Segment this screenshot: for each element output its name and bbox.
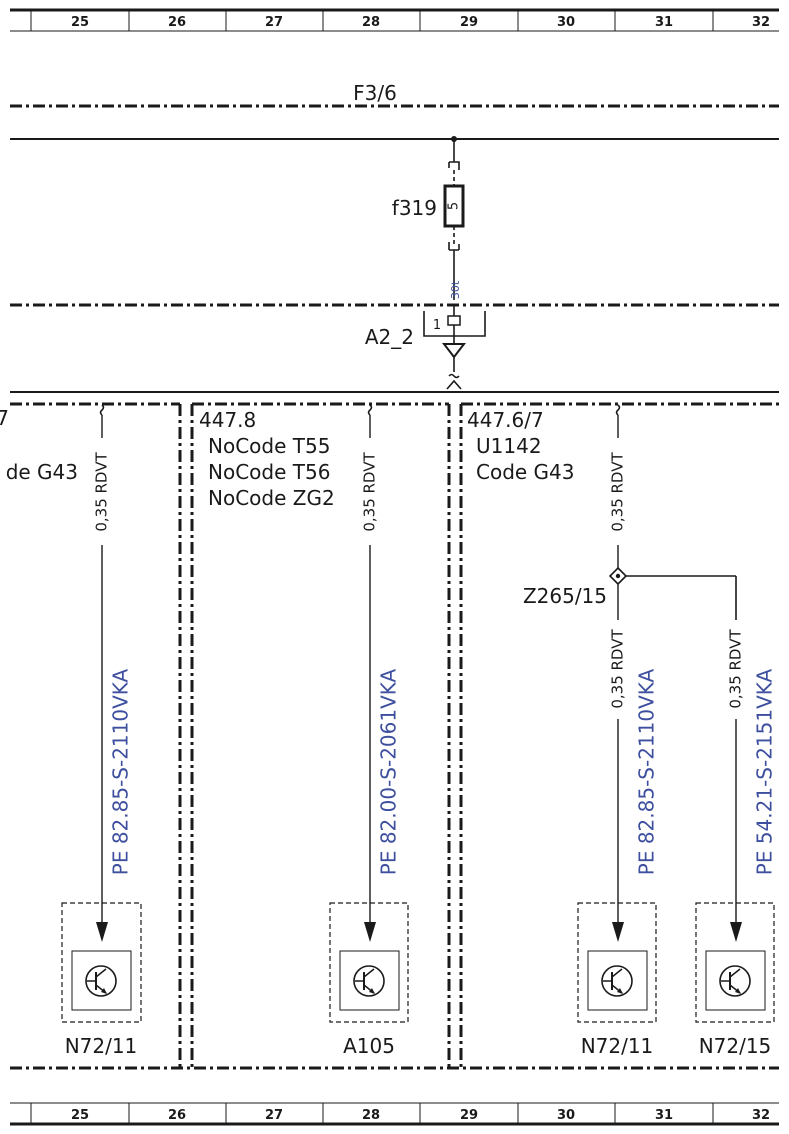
ruler-col-32: 32 — [752, 1108, 770, 1123]
branch-a-arrow-icon — [612, 922, 624, 942]
branch-a-component: N72/11 — [581, 1034, 654, 1058]
section-middle: 447.8 NoCode T55 NoCode T56 NoCode ZG2 0… — [199, 404, 409, 1058]
ruler-col-26: 26 — [168, 1108, 186, 1123]
fuse-number: 5 — [447, 202, 462, 210]
transistor-icon — [719, 965, 751, 997]
ruler-col-29: 29 — [460, 1108, 478, 1123]
section-middle-wire-label: 0,35 RDVT — [361, 452, 379, 532]
section-right-wire-label-top: 0,35 RDVT — [609, 452, 627, 532]
section-right-code-1: U1142 — [476, 434, 542, 458]
ruler-col-25: 25 — [71, 1108, 89, 1123]
ruler-col-32: 32 — [752, 15, 770, 30]
branch-a-component-outline — [577, 902, 657, 1023]
ruler-col-30: 30 — [557, 1108, 575, 1123]
ruler-col-30: 30 — [557, 15, 575, 30]
section-left-arrow-icon — [96, 922, 108, 942]
section-middle-arrow-icon — [364, 922, 376, 942]
branch-b-component: N72/15 — [699, 1034, 772, 1058]
section-left-component-outline — [61, 902, 142, 1023]
ruler-col-29: 29 — [460, 15, 478, 30]
bottom-ruler: 25 26 27 28 29 30 31 32 — [10, 1102, 779, 1126]
wire-break-icon — [99, 404, 105, 416]
ruler-col-27: 27 — [265, 1108, 283, 1123]
bus-label: F3/6 — [353, 81, 397, 105]
ruler-col-25: 25 — [71, 15, 89, 30]
section-right-title: 447.6/7 — [467, 408, 544, 432]
wire-break-icon — [367, 404, 373, 416]
section-left-partial-mark: 7 — [0, 406, 9, 430]
connector-a2-2 — [423, 305, 486, 390]
branch-a-part-number: PE 82.85-S-2110VKA — [635, 668, 659, 875]
connector-wire-label: 30t — [449, 280, 462, 299]
branch-b-wire-label: 0,35 RDVT — [727, 629, 745, 709]
section-middle-code-2: NoCode T56 — [208, 460, 330, 484]
transistor-icon — [353, 965, 385, 997]
section-middle-component-outline — [329, 902, 409, 1023]
wire-break-icon — [615, 404, 621, 416]
wire-break-icon — [448, 373, 460, 379]
section-middle-part-number: PE 82.00-S-2061VKA — [377, 668, 401, 875]
ruler-col-31: 31 — [655, 1108, 673, 1123]
fuse-label: f319 — [392, 196, 437, 220]
fuse-f319: 5 — [443, 139, 465, 300]
section-right-code-2: Code G43 — [476, 460, 575, 484]
section-middle-component: A105 — [343, 1034, 395, 1058]
connector-arrow-icon — [441, 343, 467, 359]
section-left-wire-label: 0,35 RDVT — [93, 452, 111, 532]
section-left-component: N72/11 — [65, 1034, 138, 1058]
top-ruler: 25 26 27 28 29 30 31 32 — [10, 8, 779, 32]
ruler-col-28: 28 — [362, 15, 380, 30]
connector-label: A2_2 — [365, 325, 414, 349]
section-left: 7 de G43 0,35 RDVT PE 82.85-S-2110VKA N7… — [0, 404, 142, 1058]
ruler-col-26: 26 — [168, 15, 186, 30]
connector-pin: 1 — [433, 318, 441, 333]
transistor-icon — [601, 965, 633, 997]
ruler-col-27: 27 — [265, 15, 283, 30]
ruler-col-28: 28 — [362, 1108, 380, 1123]
section-left-partial-text: de G43 — [6, 460, 78, 484]
section-left-part-number: PE 82.85-S-2110VKA — [109, 668, 133, 875]
section-middle-code-1: NoCode T55 — [208, 434, 330, 458]
transistor-icon — [85, 965, 117, 997]
section-middle-code-3: NoCode ZG2 — [208, 486, 335, 510]
branch-a-wire-label: 0,35 RDVT — [609, 629, 627, 709]
branch-b-component-outline — [695, 902, 775, 1023]
branch-b-part-number: PE 54.21-S-2151VKA — [753, 668, 777, 875]
splice-label: Z265/15 — [523, 584, 607, 608]
branch-b-arrow-icon — [730, 922, 742, 942]
ruler-col-31: 31 — [655, 15, 673, 30]
section-middle-title: 447.8 — [199, 408, 256, 432]
section-right: 447.6/7 U1142 Code G43 0,35 RDVT Z265/15… — [467, 404, 777, 1058]
